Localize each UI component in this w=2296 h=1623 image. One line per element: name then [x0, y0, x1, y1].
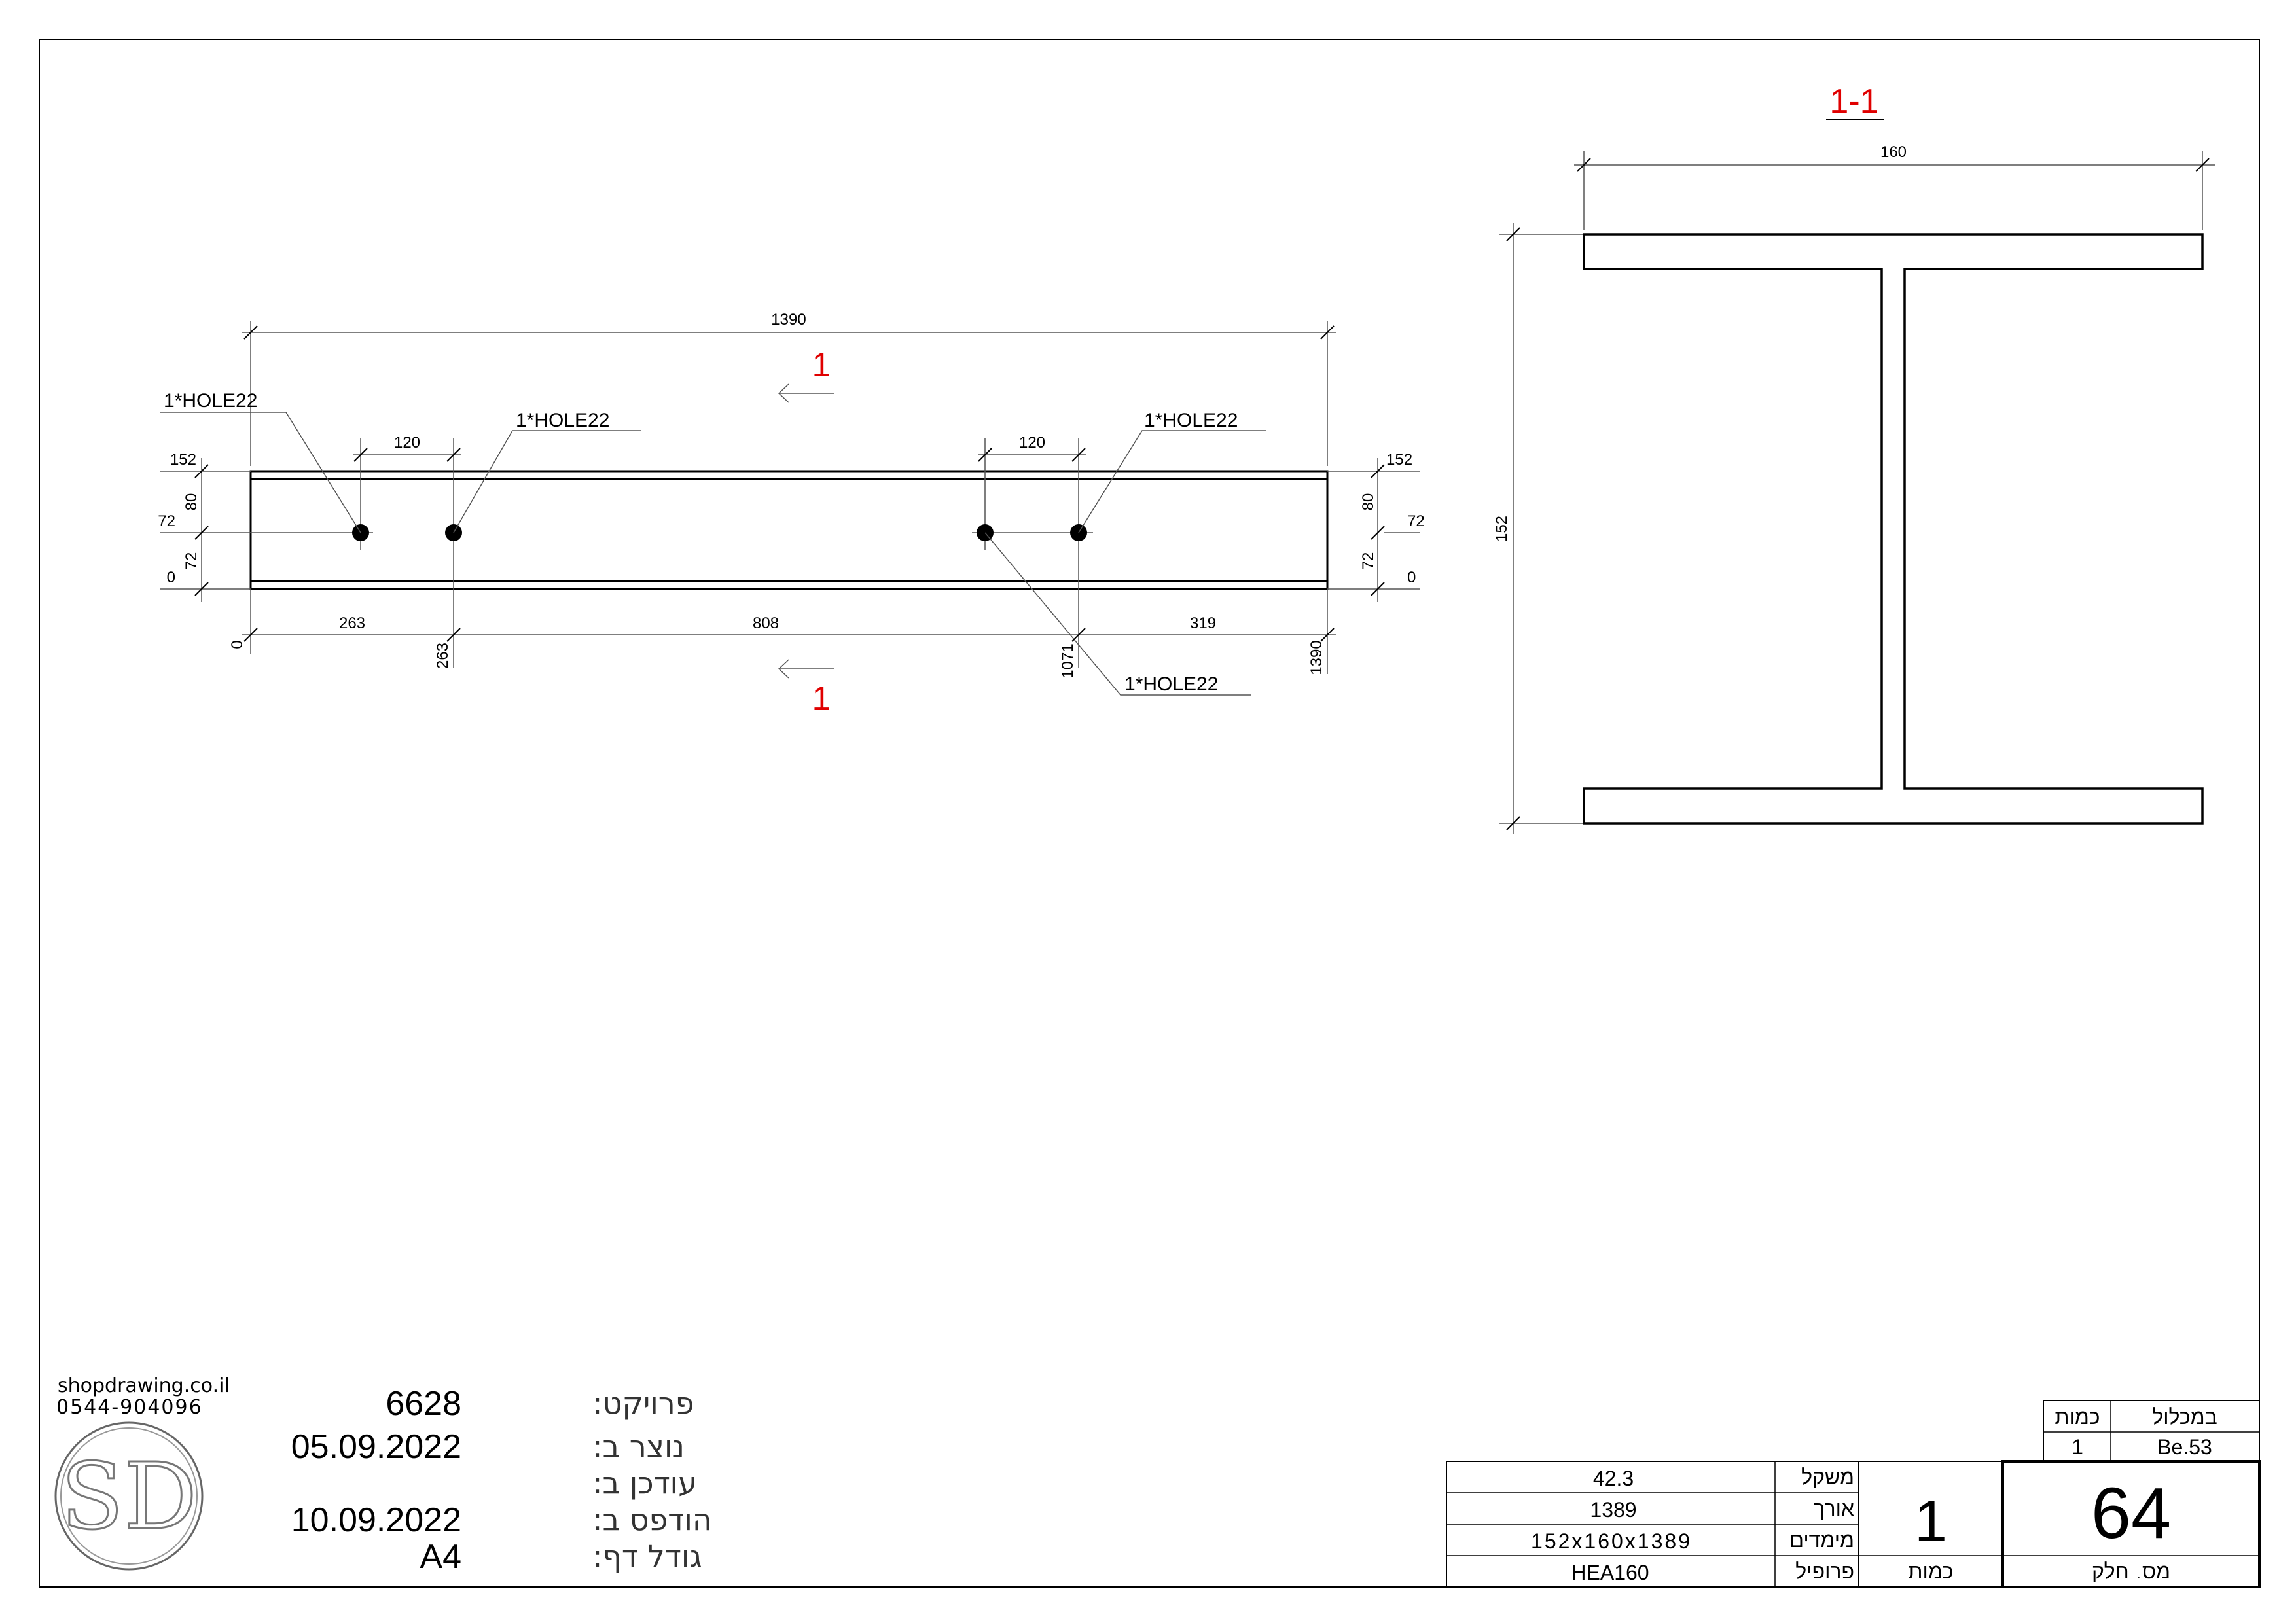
length-value: 1389 [1590, 1498, 1636, 1522]
section-width-label: 160 [1880, 143, 1907, 161]
chain-dim-1: 263 [339, 615, 365, 632]
hole-spacing-right: 120 [978, 434, 1086, 462]
chain-dimensions: 263 808 319 0 263 1071 1390 [228, 589, 1336, 679]
right-height-bottom: 0 [1407, 569, 1416, 586]
hole-callout-1: 1*HOLE22 [160, 390, 361, 533]
left-segment-upper: 80 [183, 493, 200, 511]
right-segment-upper: 80 [1359, 493, 1377, 511]
length-label: אורך [1814, 1496, 1854, 1521]
part-number-value: 64 [2091, 1473, 2171, 1554]
hole-spacing-right-label: 120 [1019, 434, 1045, 452]
hole-callout-2-label: 1*HOLE22 [516, 410, 609, 431]
weight-label: משקל [1801, 1465, 1854, 1489]
drawing-border [39, 39, 2260, 1588]
hole-spacing-left-label: 120 [394, 434, 420, 452]
beam-outline [196, 470, 1329, 590]
assembly-qty-value: 1 [2072, 1435, 2083, 1459]
printed-date: 10.09.2022 [291, 1501, 461, 1539]
section-height-label: 152 [1493, 516, 1511, 542]
page-size-value: A4 [420, 1538, 461, 1576]
assembly-qty-header: כמות [2054, 1404, 2100, 1429]
left-height-dimensions: 152 72 0 80 72 [158, 451, 251, 602]
section-height-dimension: 152 [1493, 223, 1584, 834]
project-number: 6628 [386, 1385, 461, 1423]
quantity-value: 1 [1914, 1489, 1947, 1554]
assembly-value: Be.53 [2157, 1435, 2212, 1459]
hole-callout-4-label: 1*HOLE22 [1124, 673, 1218, 695]
bolt-holes [352, 438, 1087, 668]
left-height-bottom: 0 [167, 569, 175, 586]
section-marker-top-label: 1 [812, 346, 831, 384]
right-height-mid: 72 [1407, 512, 1425, 530]
section-marker-top: 1 [778, 346, 834, 403]
title-block: 42.3 משקל 1389 אורך 152x160x1389 מימדים … [1446, 1400, 2261, 1588]
project-info-block: 6628 פרויקט: 05.09.2022 נוצר ב: עודכן ב:… [291, 1385, 712, 1576]
overall-length-label: 1390 [771, 311, 806, 329]
hole-callout-2: 1*HOLE22 [453, 410, 641, 533]
hole-callout-1-label: 1*HOLE22 [164, 390, 257, 412]
website-text: shopdrawing.co.il [58, 1374, 230, 1397]
sd-logo: SD [54, 1421, 204, 1571]
ordinate-dim-0: 0 [228, 640, 246, 649]
assembly-header: במכלול [2152, 1404, 2217, 1429]
phone-text: 0544-904096 [56, 1396, 203, 1419]
created-date: 05.09.2022 [291, 1428, 461, 1466]
section-title: 1-1 [1829, 82, 1878, 120]
chain-dim-3: 319 [1190, 615, 1216, 632]
created-label: נוצר ב: [592, 1429, 685, 1464]
section-marker-bottom-label: 1 [812, 680, 831, 718]
ordinate-dim-263: 263 [434, 643, 452, 669]
right-height-dimensions: 152 72 0 80 72 [1327, 451, 1425, 602]
left-segment-lower: 72 [183, 552, 200, 570]
ordinate-dim-1071: 1071 [1059, 643, 1077, 678]
company-logo-block: shopdrawing.co.il 0544-904096 SD [54, 1374, 230, 1571]
quantity-label: כמות [1908, 1559, 1953, 1584]
section-width-dimension: 160 [1574, 143, 2215, 230]
dimensions-label: מימדים [1789, 1527, 1854, 1552]
part-number-label: מס. חלק [2092, 1559, 2170, 1584]
sd-logo-letters: SD [61, 1444, 197, 1550]
left-height-top: 152 [170, 451, 196, 469]
page-size-label: גודל דף: [592, 1539, 702, 1574]
dimensions-value: 152x160x1389 [1531, 1529, 1692, 1553]
weight-value: 42.3 [1593, 1467, 1634, 1490]
profile-value: HEA160 [1571, 1561, 1649, 1584]
right-segment-lower: 72 [1359, 552, 1377, 570]
left-height-mid: 72 [158, 512, 175, 530]
right-height-top: 152 [1386, 451, 1412, 469]
hole-callout-3-label: 1*HOLE22 [1144, 410, 1238, 431]
profile-label: פרופיל [1795, 1559, 1854, 1584]
hole-spacing-left: 120 [353, 434, 461, 462]
updated-label: עודכן ב: [592, 1465, 697, 1501]
hole-callout-3: 1*HOLE22 [1078, 410, 1266, 533]
ordinate-dim-1390: 1390 [1308, 640, 1325, 675]
i-beam-profile [1583, 233, 2204, 825]
project-label: פרויקט: [592, 1385, 694, 1421]
overall-length-dimension: 1390 [242, 311, 1336, 466]
beam-elevation-view: 1390 1 1 [158, 311, 1424, 718]
printed-label: הודפס ב: [592, 1502, 712, 1537]
hole-callout-4: 1*HOLE22 [984, 532, 1251, 696]
section-marker-bottom: 1 [778, 659, 834, 718]
chain-dim-2: 808 [753, 615, 779, 632]
section-view: 1-1 160 152 [1493, 82, 2215, 834]
